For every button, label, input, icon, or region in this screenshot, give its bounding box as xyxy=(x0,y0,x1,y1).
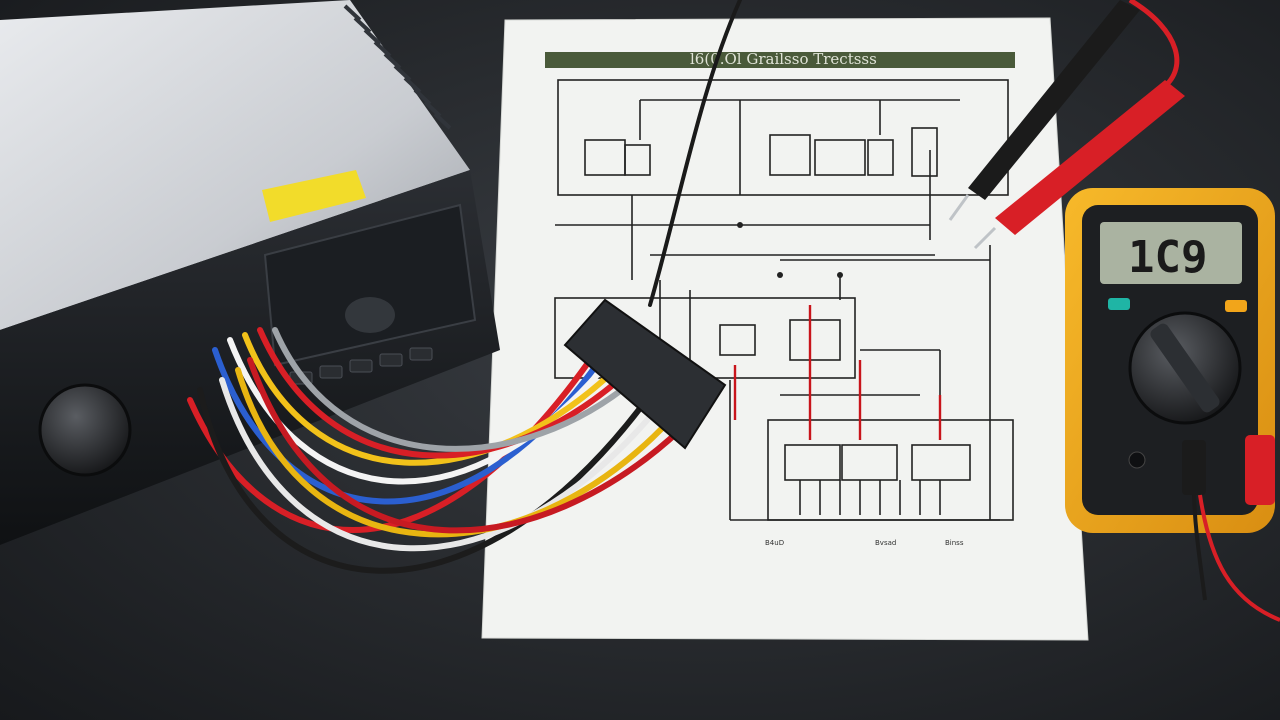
harness-connector xyxy=(563,298,727,450)
schematic-title-bar xyxy=(545,52,1015,68)
function-button-orange xyxy=(1225,300,1247,312)
yellow-sticker xyxy=(262,170,366,222)
black-probe xyxy=(968,0,1140,200)
lcd-screen xyxy=(1100,222,1242,284)
schematic-title: l6(0.Ol Grailsso Trectsss xyxy=(690,50,877,68)
schematic-red-lines xyxy=(733,305,942,440)
heatsink-vents xyxy=(343,4,452,130)
wiring-diagram-sheet: l6(0.Ol Grailsso Trectsss xyxy=(481,17,1089,641)
black-plug xyxy=(1182,440,1206,495)
input-jack xyxy=(1128,451,1146,469)
schematic-footer: B4uD Bvsad Binss xyxy=(765,539,964,547)
car-stereo-head-unit xyxy=(0,0,500,545)
function-button-teal xyxy=(1108,298,1130,310)
wiring-harness xyxy=(187,0,742,574)
test-probes xyxy=(948,0,1185,250)
red-probe xyxy=(995,80,1185,235)
front-buttons xyxy=(289,347,433,385)
lcd-reading: 1C9 xyxy=(1128,232,1207,283)
red-plug xyxy=(1245,435,1275,505)
digital-multimeter: 1C9 xyxy=(1065,188,1280,622)
footer-label-1: B4uD xyxy=(765,539,784,547)
schematic-nodes xyxy=(737,222,843,278)
selector-pointer xyxy=(1150,323,1220,413)
display-panel xyxy=(263,203,477,367)
footer-label-3: Binss xyxy=(945,539,964,547)
footer-label-2: Bvsad xyxy=(875,539,896,547)
volume-knob xyxy=(38,383,132,477)
